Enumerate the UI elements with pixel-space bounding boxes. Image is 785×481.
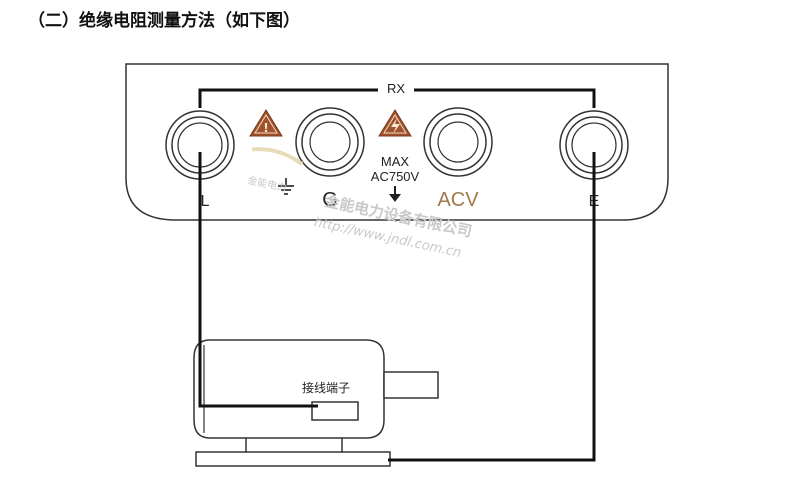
- motor-housing: [193, 339, 385, 439]
- lead-wire-l: [198, 152, 318, 408]
- terminal-acv-socket[interactable]: [423, 107, 493, 177]
- high-voltage-triangle-icon: [378, 109, 412, 137]
- max-label: MAX: [381, 154, 410, 169]
- svg-text:!: !: [263, 121, 268, 135]
- motor-feet: [245, 438, 343, 452]
- rx-label: RX: [387, 81, 405, 96]
- motor-terminal-label: 接线端子: [302, 380, 350, 395]
- arrow-down-icon: [389, 186, 401, 202]
- terminal-l-label: L: [201, 193, 210, 210]
- motor-terminal-box: [311, 401, 359, 421]
- motor-shaft: [383, 371, 439, 399]
- lead-wire-e: [388, 152, 596, 462]
- warning-triangle-icon: !: [249, 109, 283, 137]
- terminal-g-socket[interactable]: [295, 107, 365, 177]
- ground-icon: [278, 178, 294, 195]
- terminal-l-socket[interactable]: [165, 110, 235, 180]
- terminal-acv-label: ACV: [437, 189, 479, 211]
- watermark-logo-icon: [251, 147, 304, 166]
- meter-panel: [125, 63, 669, 221]
- terminal-g-label: G: [322, 189, 338, 211]
- terminal-e-socket[interactable]: [559, 110, 629, 180]
- section-heading: （二）绝缘电阻测量方法（如下图）: [28, 11, 300, 31]
- motor-base: [195, 451, 391, 467]
- ac-voltage-label: AC750V: [371, 169, 420, 184]
- motor: 接线端子: [193, 339, 439, 467]
